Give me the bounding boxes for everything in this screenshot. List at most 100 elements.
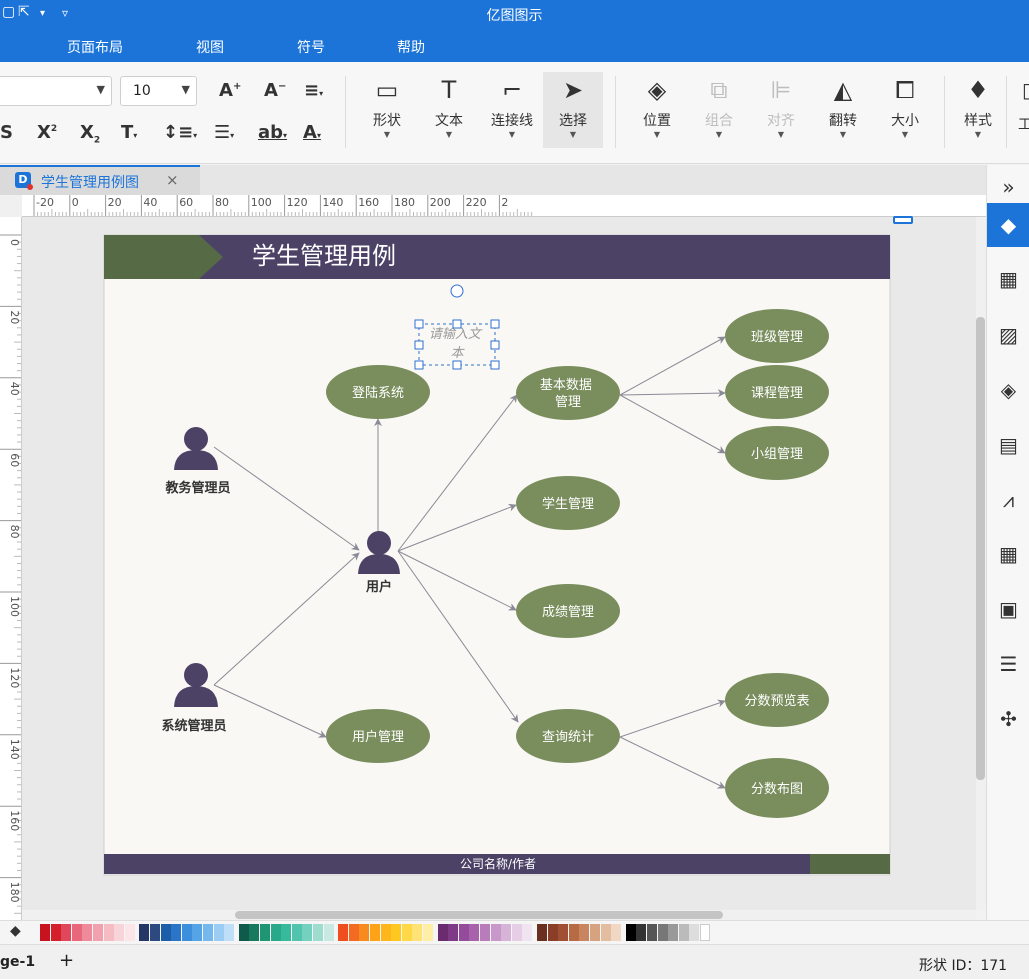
increase-font-icon[interactable]: A+	[219, 80, 242, 101]
font-color-icon[interactable]: A▾	[303, 122, 321, 143]
color-swatch[interactable]	[291, 924, 302, 941]
color-swatch[interactable]	[558, 924, 569, 941]
color-swatch[interactable]	[625, 924, 636, 941]
close-tab-icon[interactable]: ×	[166, 171, 179, 189]
color-swatch[interactable]	[490, 924, 501, 941]
connector-line[interactable]	[397, 394, 518, 552]
menu-page-layout[interactable]: 页面布局	[67, 40, 123, 56]
usecase-user-management[interactable]: 用户管理	[326, 709, 430, 763]
color-swatch[interactable]	[139, 924, 150, 941]
color-swatch[interactable]	[260, 924, 270, 941]
color-swatch[interactable]	[71, 924, 82, 941]
color-swatch[interactable]	[469, 924, 480, 941]
grid-shapes-icon[interactable]: ▦	[999, 267, 1018, 291]
bullet-list-icon[interactable]: ☰▾	[214, 122, 235, 143]
export-icon[interactable]: ⇱	[18, 4, 30, 20]
menu-symbols[interactable]: 符号	[297, 40, 325, 56]
fill-bucket-icon[interactable]: ◆	[10, 923, 21, 939]
color-swatch[interactable]	[302, 924, 313, 941]
color-swatch[interactable]	[114, 924, 125, 941]
usecase-score-distribution[interactable]: 分数布图	[725, 758, 829, 818]
usecase-login[interactable]: 登陆系统	[326, 365, 430, 419]
footer-text[interactable]: 公司名称/作者	[460, 856, 536, 871]
drawing-canvas[interactable]: 学生管理用例 公司名称/作者	[22, 217, 976, 910]
color-swatch[interactable]	[281, 924, 292, 941]
color-swatch[interactable]	[547, 924, 558, 941]
resize-handle[interactable]	[490, 340, 500, 350]
selected-text-box[interactable]: 请输入文 本	[414, 284, 500, 370]
page-icon[interactable]: ▤	[999, 433, 1018, 457]
connector-line[interactable]	[397, 550, 517, 611]
actor-user[interactable]: 用户	[358, 531, 400, 595]
color-swatch[interactable]	[238, 924, 249, 941]
add-page-icon[interactable]: +	[59, 950, 75, 971]
color-swatch[interactable]	[380, 924, 391, 941]
tool-shape[interactable]: ▭ 形状▼	[357, 72, 417, 148]
connector-line[interactable]	[213, 552, 360, 686]
color-swatch[interactable]	[579, 924, 590, 941]
color-swatch[interactable]	[150, 924, 160, 941]
layers-icon[interactable]: ◈	[1000, 378, 1017, 402]
color-swatch[interactable]	[103, 924, 114, 941]
tool-extra-label[interactable]: 工	[1018, 117, 1029, 133]
resize-handle[interactable]	[490, 319, 500, 329]
vertical-scroll-thumb[interactable]	[976, 317, 985, 780]
usecase-class-management[interactable]: 班级管理	[725, 309, 829, 363]
color-swatch[interactable]	[700, 924, 710, 941]
page-scroll-marker[interactable]	[893, 216, 913, 224]
connector-line[interactable]	[619, 336, 726, 396]
resize-handle[interactable]	[452, 319, 462, 329]
color-swatch[interactable]	[270, 924, 281, 941]
usecase-basic-data[interactable]: 基本数据 管理	[516, 366, 620, 420]
format-painter-icon[interactable]: ☰	[999, 652, 1018, 676]
tool-text[interactable]: T 文本▼	[419, 72, 479, 148]
color-swatch[interactable]	[678, 924, 689, 941]
tool-align[interactable]: ⊫ 对齐▼	[751, 72, 811, 148]
resize-handle[interactable]	[414, 319, 424, 329]
connector-line[interactable]	[213, 684, 327, 738]
color-swatch[interactable]	[401, 924, 412, 941]
color-swatch[interactable]	[458, 924, 469, 941]
color-swatch[interactable]	[668, 924, 679, 941]
superscript-icon[interactable]: X2	[37, 122, 58, 143]
tool-position[interactable]: ◈ 位置▼	[627, 72, 687, 148]
connector-line[interactable]	[397, 503, 517, 552]
tool-style[interactable]: ♦ 样式▼	[948, 72, 1008, 148]
color-swatch[interactable]	[391, 924, 402, 941]
actor-system-admin[interactable]: 系统管理员	[161, 663, 227, 734]
connector-line[interactable]	[619, 736, 726, 789]
tool-extra-icon[interactable]: ▯	[1022, 78, 1029, 102]
tool-size[interactable]: ⧠ 大小▼	[875, 72, 935, 148]
chart-icon[interactable]: ⩘	[1002, 488, 1015, 512]
color-swatch[interactable]	[448, 924, 459, 941]
color-swatch[interactable]	[522, 924, 533, 941]
decrease-font-icon[interactable]: A−	[264, 80, 287, 101]
align-text-icon[interactable]: ≡▾	[304, 80, 324, 101]
subscript-icon[interactable]: X2	[80, 122, 101, 146]
color-swatch[interactable]	[50, 924, 61, 941]
color-swatch[interactable]	[511, 924, 522, 941]
color-swatch[interactable]	[82, 924, 93, 941]
color-swatch[interactable]	[323, 924, 334, 941]
connector-line[interactable]	[619, 389, 726, 398]
resize-handle[interactable]	[490, 360, 500, 370]
color-swatch[interactable]	[370, 924, 380, 941]
window-icon[interactable]: ▢	[2, 4, 16, 20]
color-swatch[interactable]	[657, 924, 668, 941]
menu-help[interactable]: 帮助	[397, 40, 425, 56]
color-swatch[interactable]	[480, 924, 490, 941]
text-format-icon[interactable]: T▾	[121, 122, 138, 143]
color-swatch[interactable]	[40, 924, 50, 941]
connector-line[interactable]	[397, 550, 519, 723]
usecase-score-preview[interactable]: 分数预览表	[725, 673, 829, 727]
color-swatch[interactable]	[412, 924, 423, 941]
customize-quick-access-icon[interactable]: ▿	[62, 6, 69, 20]
usecase-group-management[interactable]: 小组管理	[725, 426, 829, 480]
font-family-select[interactable]: ▼	[0, 76, 112, 106]
strikethrough-icon[interactable]: S	[0, 122, 13, 143]
color-swatch[interactable]	[249, 924, 260, 941]
color-swatch[interactable]	[423, 924, 433, 941]
connector-line[interactable]	[619, 699, 726, 738]
color-swatch[interactable]	[501, 924, 512, 941]
color-swatch[interactable]	[590, 924, 600, 941]
